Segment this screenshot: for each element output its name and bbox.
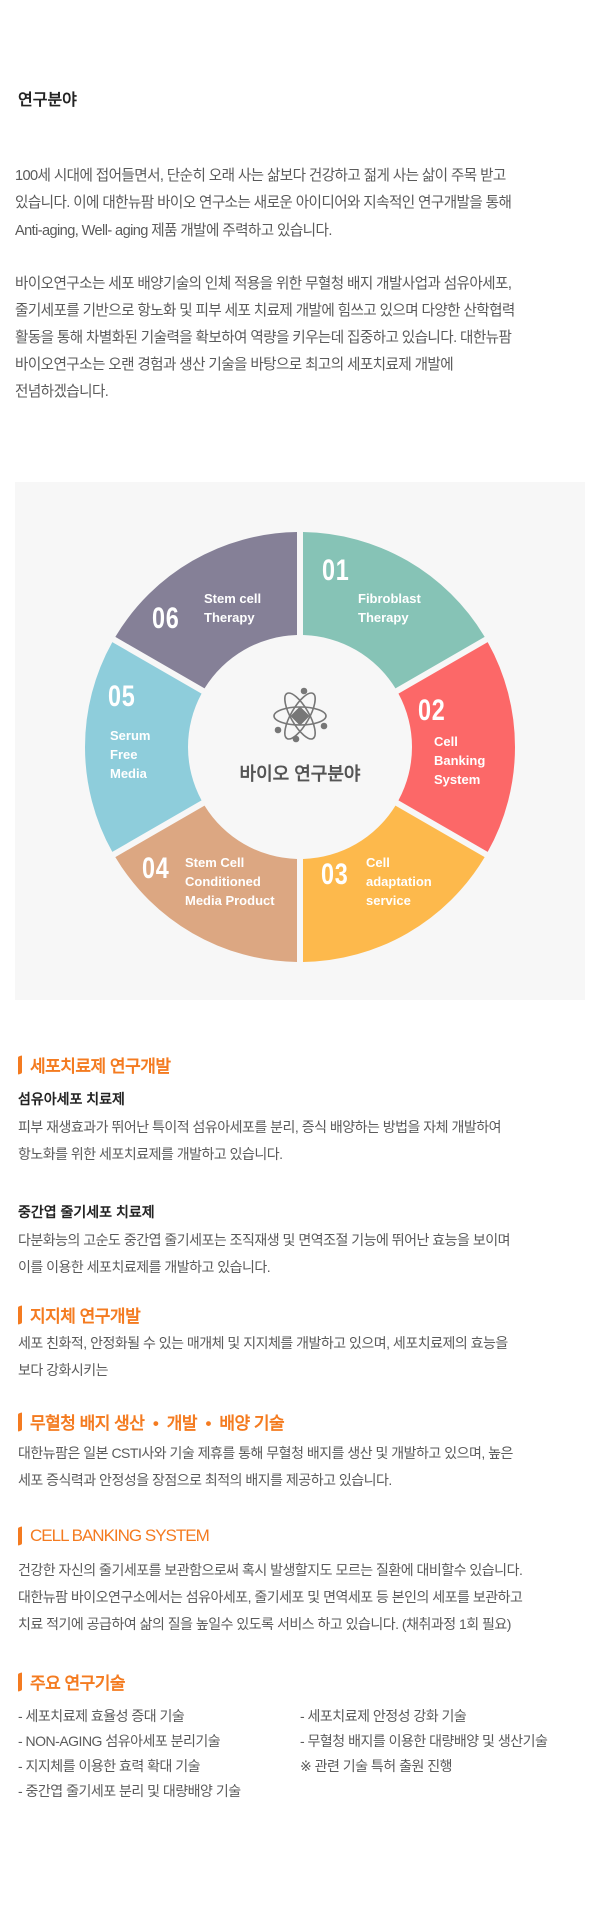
- segment-label-05: Serum Free Media: [110, 728, 151, 781]
- segment-number-01: 01: [322, 554, 350, 587]
- heading-text: 주요 연구기술: [30, 1674, 126, 1693]
- text-line: 대한뉴팜 바이오연구소에서는 섬유아세포, 줄기세포 및 면역세포 등 본인의 …: [18, 1589, 523, 1605]
- segment-label-06: Stem cell Therapy: [204, 591, 262, 625]
- segment-number-04: 04: [142, 852, 170, 885]
- intro-line: 활동을 통해 차별화된 기술력을 확보하여 역량을 키우는데 집중하고 있습니다…: [15, 330, 512, 346]
- segment-02: [398, 642, 515, 852]
- tech-item: - 무혈청 배지를 이용한 대량배양 및 생산기술: [300, 1733, 548, 1749]
- segment-label-01: Fibroblast Therapy: [358, 591, 421, 625]
- section-heading-scaffold: 지지체 연구개발: [18, 1302, 141, 1327]
- text-line: 대한뉴팜은 일본 CSTI사와 기술 제휴를 통해 무혈청 배지를 생산 및 개…: [18, 1445, 513, 1461]
- heading-accent-bar: [18, 1304, 22, 1325]
- subheading-fibroblast: 섬유아세포 치료제: [18, 1091, 125, 1107]
- intro-line: 100세 시대에 접어들면서, 단순히 오래 사는 삶보다 건강하고 젊게 사는…: [15, 168, 506, 184]
- intro-line: 줄기세포를 기반으로 항노화 및 피부 세포 치료제 개발에 힘쓰고 있으며 다…: [15, 303, 515, 319]
- intro-line: Anti-aging, Well- aging 제품 개발에 주력하고 있습니다…: [15, 223, 332, 239]
- tech-item: - 세포치료제 효율성 증대 기술: [18, 1708, 185, 1724]
- segment-04: [115, 805, 297, 962]
- heading-text: 무혈청 배지 생산 • 개발 • 배양 기술: [30, 1414, 285, 1433]
- segment-05: [84, 642, 202, 852]
- text-line: 피부 재생효과가 뛰어난 특이적 섬유아세포를 분리, 증식 배양하는 방법을 …: [18, 1119, 501, 1135]
- section-heading-cell-therapy: 세포치료제 연구개발: [18, 1052, 171, 1077]
- segment-label-04: Stem Cell Conditioned Media Product: [185, 855, 275, 908]
- section-heading-key-tech: 주요 연구기술: [18, 1669, 126, 1694]
- tech-item: - 세포치료제 안정성 강화 기술: [300, 1708, 467, 1724]
- text-line: 세포 친화적, 안정화될 수 있는 매개체 및 지지체를 개발하고 있으며, 세…: [18, 1335, 508, 1351]
- segment-03: [303, 805, 485, 962]
- page-title: 연구분야: [18, 92, 77, 109]
- text-line: 항노화를 위한 세포치료제를 개발하고 있습니다.: [18, 1146, 283, 1162]
- heading-accent-bar: [18, 1526, 22, 1546]
- diagram-wheel: [84, 532, 515, 962]
- heading-accent-bar: [18, 1054, 22, 1075]
- heading-accent-bar: [18, 1411, 22, 1432]
- subheading-msc: 중간엽 줄기세포 치료제: [18, 1204, 155, 1220]
- segment-label-02: Cell Banking System: [434, 734, 486, 787]
- segment-label-03: Cell adaptation service: [366, 855, 432, 908]
- segment-number-02: 02: [418, 694, 446, 727]
- text-line: 건강한 자신의 줄기세포를 보관함으로써 혹시 발생할지도 모르는 질환에 대비…: [18, 1562, 523, 1578]
- text-line: 세포 증식력과 안정성을 장점으로 최적의 배지를 제공하고 있습니다.: [18, 1472, 392, 1488]
- heading-text: 세포치료제 연구개발: [30, 1057, 171, 1076]
- heading-text: CELL BANKING SYSTEM: [30, 1526, 210, 1545]
- intro-line: 바이오연구소는 세포 배양기술의 인체 적용을 위한 무혈청 배지 개발사업과 …: [15, 276, 512, 292]
- text-line: 보다 강화시키는: [18, 1362, 109, 1378]
- segment-01: [303, 532, 485, 689]
- heading-text: 지지체 연구개발: [30, 1307, 141, 1326]
- segment-06: [115, 532, 297, 689]
- intro-line: 있습니다. 이에 대한뉴팜 바이오 연구소는 새로운 아이디어와 지속적인 연구…: [15, 195, 512, 211]
- intro-line: 전념하겠습니다.: [15, 384, 109, 400]
- text-line: 다분화능의 고순도 중간엽 줄기세포는 조직재생 및 면역조절 기능에 뛰어난 …: [18, 1232, 510, 1248]
- section-heading-cell-banking: CELL BANKING SYSTEM: [18, 1526, 210, 1546]
- tech-item: - 지지체를 이용한 효력 확대 기술: [18, 1758, 201, 1774]
- patent-note: ※ 관련 기술 특허 출원 진행: [300, 1758, 452, 1774]
- segment-number-06: 06: [152, 602, 180, 635]
- segment-number-05: 05: [108, 680, 136, 713]
- section-heading-serum-free: 무혈청 배지 생산 • 개발 • 배양 기술: [18, 1409, 285, 1434]
- atom-icon: [273, 687, 328, 743]
- tech-item: - 중간엽 줄기세포 분리 및 대량배양 기술: [18, 1783, 241, 1799]
- heading-accent-bar: [18, 1671, 22, 1692]
- segment-number-03: 03: [321, 858, 349, 891]
- text-line: 치료 적기에 공급하여 삶의 질을 높일수 있도록 서비스 하고 있습니다. (…: [18, 1616, 511, 1632]
- text-line: 이를 이용한 세포치료제를 개발하고 있습니다.: [18, 1259, 271, 1275]
- diagram-center-label: 바이오 연구분야: [239, 764, 361, 784]
- tech-item: - NON-AGING 섬유아세포 분리기술: [18, 1733, 221, 1749]
- intro-line: 바이오연구소는 오랜 경험과 생산 기술을 바탕으로 최고의 세포치료제 개발에: [15, 357, 454, 373]
